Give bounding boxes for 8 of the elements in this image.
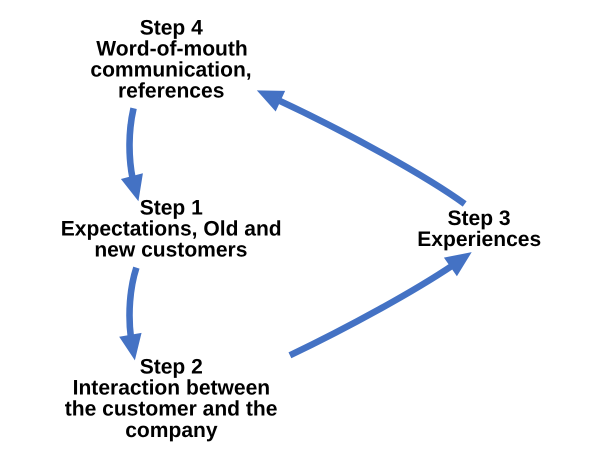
- node-text: Step 4 Word-of-mouth communication, references: [90, 16, 252, 102]
- node-text: Step 2 Interaction between the customer and the company: [64, 356, 278, 442]
- arrow: [288, 252, 472, 358]
- arrow: [256, 90, 467, 207]
- arrow: [120, 108, 143, 202]
- node-text: Step 1 Expectations, Old and new customers: [60, 196, 282, 262]
- node-text: Step 3 Experiences: [417, 206, 542, 252]
- arrow: [119, 266, 142, 360]
